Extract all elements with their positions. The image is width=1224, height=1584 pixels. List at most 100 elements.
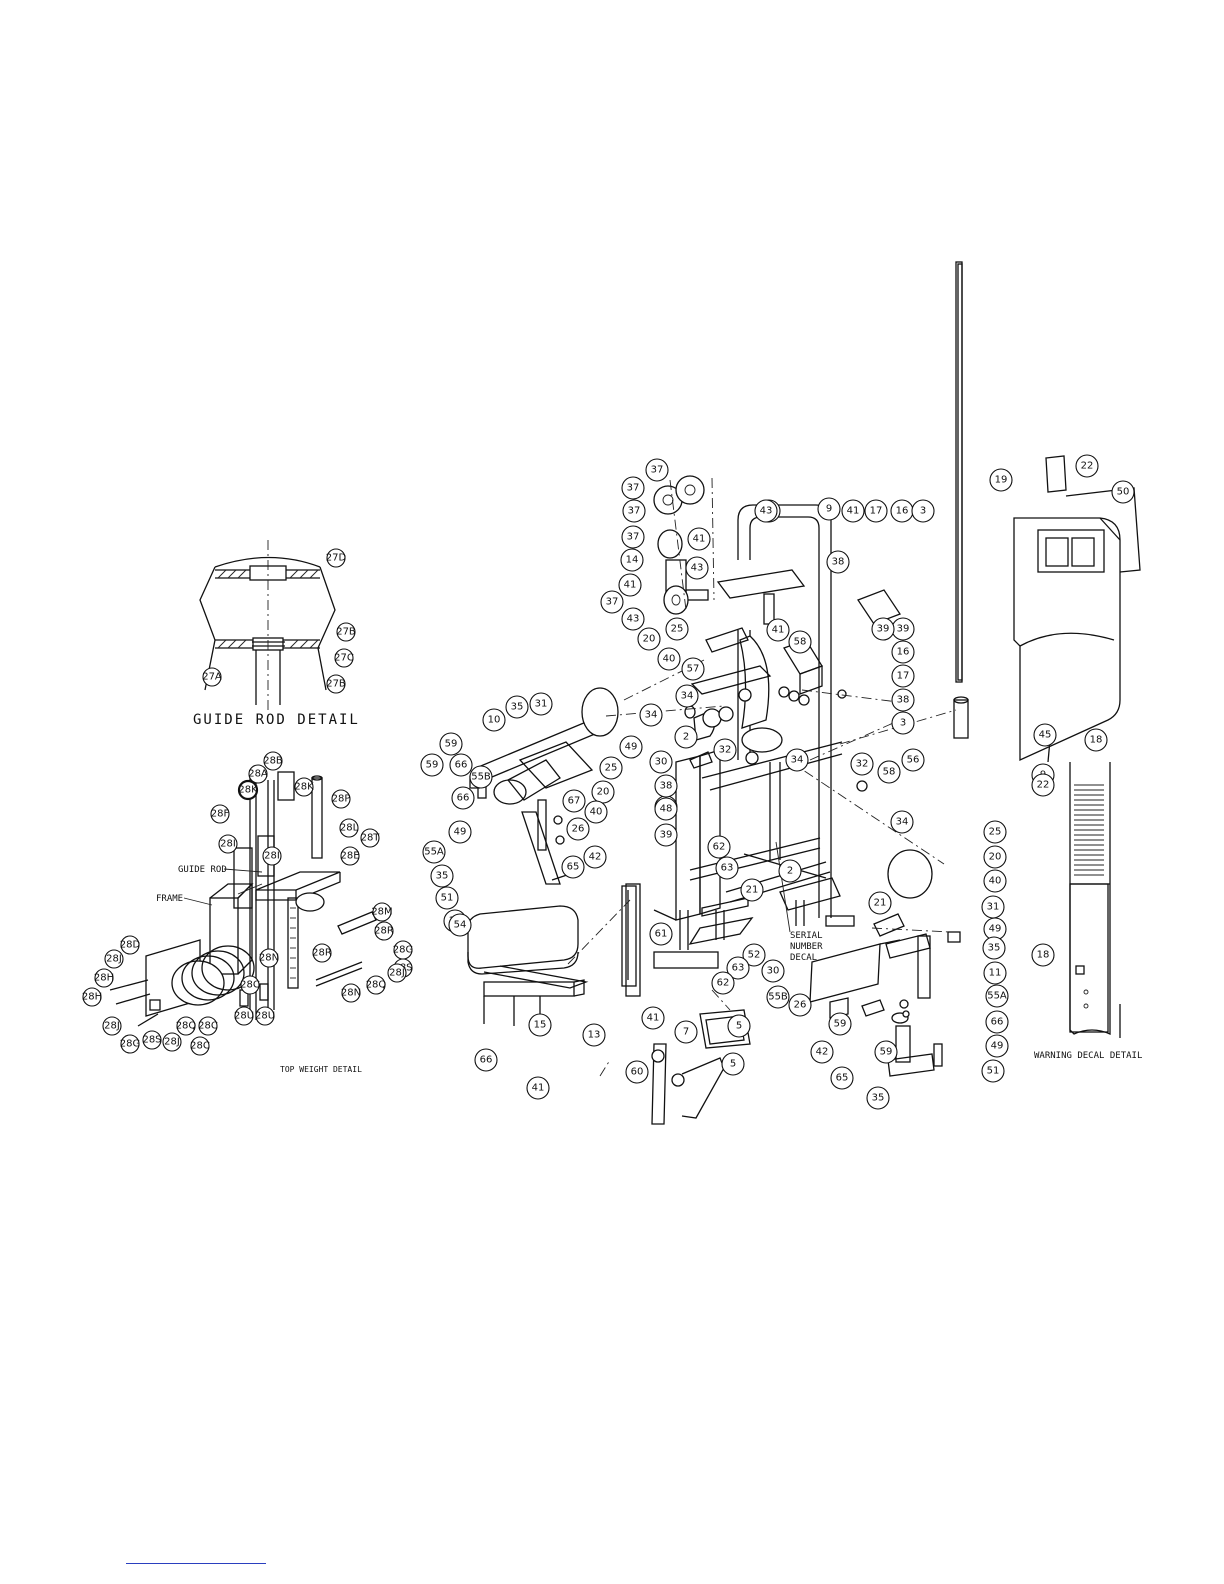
callout-text: 39 <box>877 624 890 635</box>
callout-main-55a: 55A <box>985 984 1009 1008</box>
callout-main-40: 40 <box>983 869 1007 893</box>
callout-text: 34 <box>791 755 804 766</box>
callout-main-3: 3 <box>911 499 935 523</box>
warning-decal-detail: WARNING DECAL DETAIL <box>1013 455 1142 1061</box>
callout-guide-rod-27d: 27D <box>326 548 347 568</box>
callout-text: 58 <box>794 637 807 648</box>
callout-text: 54 <box>454 920 467 931</box>
callout-text: 28T <box>361 833 381 844</box>
callout-text: 21 <box>746 885 759 896</box>
callout-text: 65 <box>836 1073 849 1084</box>
callout-main-16: 16 <box>891 640 915 664</box>
callout-main-41: 41 <box>526 1076 550 1100</box>
callout-main-34: 34 <box>890 810 914 834</box>
callout-text: 20 <box>643 634 656 645</box>
callout-text: 50 <box>1117 487 1130 498</box>
callout-text: 55A <box>424 847 444 858</box>
callout-main-14: 14 <box>620 548 644 572</box>
callout-main-38: 38 <box>891 688 915 712</box>
callout-text: 35 <box>872 1093 885 1104</box>
callout-main-49: 49 <box>985 1034 1009 1058</box>
callout-text: 26 <box>572 824 585 835</box>
callout-main-43: 43 <box>685 556 709 580</box>
callout-text: 66 <box>480 1055 493 1066</box>
callout-text: 34 <box>896 817 909 828</box>
callout-main-52: 52 <box>742 943 766 967</box>
callout-top-weight-28e: 28E <box>340 846 360 866</box>
callout-top-weight-28j: 28J <box>162 1032 182 1052</box>
callout-top-weight-28g: 28G <box>393 940 413 960</box>
callout-top-weight-28u: 28U <box>234 1006 254 1026</box>
callout-main-55b: 55B <box>766 985 790 1009</box>
callout-text: 28R <box>312 948 332 959</box>
callout-top-weight-28t: 28T <box>360 828 381 848</box>
callout-text: 28I <box>220 839 236 850</box>
callout-text: 35 <box>436 871 449 882</box>
callout-text: 28J <box>389 968 405 979</box>
callout-text: 27B <box>326 679 346 690</box>
callout-main-26: 26 <box>566 817 590 841</box>
callout-text: 59 <box>426 760 439 771</box>
callout-text: 2 <box>683 732 689 743</box>
callout-main-21: 21 <box>740 878 764 902</box>
callout-text: 31 <box>987 902 1000 913</box>
callout-text: 27C <box>334 653 354 664</box>
callout-text: 28F <box>211 809 230 820</box>
callout-text: 28Q <box>176 1021 197 1032</box>
callout-top-weight-28n: 28N <box>341 983 361 1003</box>
callout-text: 28D <box>120 940 141 951</box>
callout-top-weight-28i: 28I <box>262 846 282 866</box>
callout-text: 38 <box>897 695 910 706</box>
callout-top-weight-28d: 28D <box>120 935 141 955</box>
callout-main-31: 31 <box>981 895 1005 919</box>
footer-rule <box>126 1563 266 1564</box>
callout-text: 28C <box>198 1021 218 1032</box>
callout-main-37: 37 <box>621 525 645 549</box>
callout-warning-22: 22 <box>1075 454 1099 478</box>
callout-top-weight-28u: 28U <box>255 1006 275 1026</box>
callout-top-weight-28c: 28C <box>198 1016 218 1036</box>
guide-rod-detail-title: GUIDE ROD DETAIL <box>193 712 360 728</box>
callout-text: 18 <box>1037 950 1050 961</box>
callout-main-25: 25 <box>665 617 689 641</box>
callout-main-41: 41 <box>618 573 642 597</box>
callout-text: 25 <box>605 763 618 774</box>
callout-main-15: 15 <box>528 1013 552 1037</box>
callout-text: 13 <box>588 1030 601 1041</box>
callout-top-weight-28h: 28H <box>82 987 102 1007</box>
callout-main-13: 13 <box>582 1023 606 1047</box>
callout-text: 42 <box>589 852 602 863</box>
callout-main-66: 66 <box>449 753 473 777</box>
callout-text: 39 <box>660 830 673 841</box>
callout-main-35: 35 <box>982 936 1006 960</box>
callout-text: 28G <box>393 945 413 956</box>
callout-text: 27B <box>336 627 356 638</box>
callout-top-weight-28r: 28R <box>374 921 394 941</box>
callout-text: 28G <box>120 1039 140 1050</box>
callout-main-49: 49 <box>619 735 643 759</box>
callout-text: 41 <box>624 580 637 591</box>
callout-text: 42 <box>816 1047 829 1058</box>
callout-main-62: 62 <box>707 835 731 859</box>
callout-text: 60 <box>631 1067 644 1078</box>
callout-main-57: 57 <box>681 657 705 681</box>
callout-main-40: 40 <box>584 800 608 824</box>
callout-top-weight-28q: 28Q <box>176 1016 197 1036</box>
callout-text: 28K <box>294 782 314 793</box>
callout-text: 55A <box>987 991 1007 1002</box>
callout-text: 28J <box>106 954 122 965</box>
callout-text: 28C <box>190 1041 210 1052</box>
callout-text: 40 <box>590 807 603 818</box>
callout-top-weight-28j: 28J <box>104 949 124 969</box>
callout-warning-45: 45 <box>1033 723 1057 747</box>
callout-text: 62 <box>717 978 730 989</box>
serial-decal-line-2: NUMBER <box>790 942 823 952</box>
callout-text: 35 <box>511 702 524 713</box>
callout-top-weight-28k: 28K <box>237 779 259 801</box>
top-weight-detail: GUIDE ROD FRAME TOP WEIGHT DETAIL <box>109 770 377 1074</box>
callout-main-59: 59 <box>439 732 463 756</box>
callout-text: 63 <box>721 863 734 874</box>
callout-main-10: 10 <box>482 708 506 732</box>
